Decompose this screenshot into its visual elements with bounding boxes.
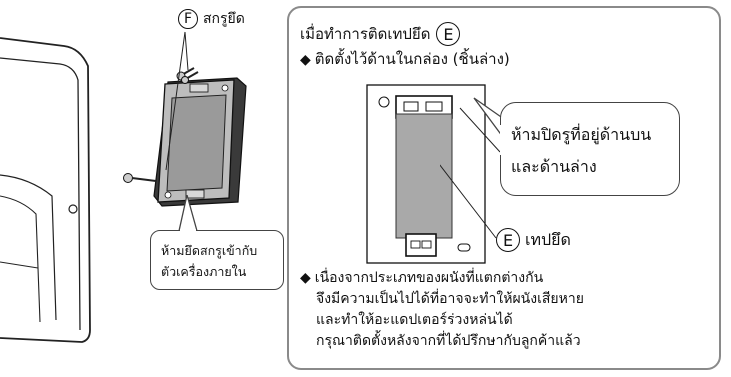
tape-label-e-icon: E bbox=[496, 228, 520, 252]
wall-warning-line-1: เนื่องจากประเภทของผนังที่แตกต่างกัน bbox=[314, 270, 544, 286]
screw-label: F สกรูยึด bbox=[178, 9, 245, 29]
label-f-letter: F bbox=[183, 11, 193, 27]
warning-line-2: ตัวเครื่องภายใน bbox=[161, 264, 247, 279]
hole-callout-line-1: ห้ามปิดรูที่อยู่ด้านบน bbox=[511, 125, 652, 144]
hole-callout: ห้ามปิดรูที่อยู่ด้านบน และด้านล่าง bbox=[500, 102, 680, 196]
panel-title: เมื่อทำการติดเทปยึด E bbox=[300, 22, 461, 46]
bullet-install-inside: ◆ ติดตั้งไว้ด้านในกล่อง (ชิ้นล่าง) bbox=[300, 52, 510, 67]
hole-callout-line-2: และด้านล่าง bbox=[511, 157, 597, 176]
wall-warning-line-2: จึงมีความเป็นไปได้ที่อาจจะทำให้ผนังเสียห… bbox=[316, 291, 584, 307]
diamond-bullet-icon: ◆ bbox=[300, 51, 311, 68]
panel-title-text: เมื่อทำการติดเทปยึด bbox=[300, 24, 431, 43]
screw-icon-side bbox=[123, 173, 157, 183]
wall-warning-line-3: และทำให้อะแดปเตอร์ร่วงหล่นได้ bbox=[316, 312, 513, 328]
wall-warning-line-4: กรุณาติดตั้งหลังจากที่ได้ปรึกษากับลูกค้า… bbox=[316, 333, 581, 349]
warning-line-1: ห้ามยึดสกรูเข้ากับ bbox=[161, 243, 258, 258]
title-letter-e: E bbox=[443, 24, 454, 44]
screw-label-text: สกรูยึด bbox=[203, 11, 245, 27]
tape-label-text: เทปยึด bbox=[525, 230, 571, 249]
tape-label: E เทปยึด bbox=[496, 228, 571, 252]
bullet-wall-warning: ◆ เนื่องจากประเภทของผนังที่แตกต่างกัน จึ… bbox=[300, 271, 584, 348]
label-e-icon: E bbox=[436, 22, 461, 46]
printer-illustration bbox=[0, 37, 91, 343]
screw-icon-top bbox=[176, 67, 199, 84]
screw-leader-lines bbox=[165, 31, 189, 171]
diamond-bullet-icon-2: ◆ bbox=[300, 270, 311, 286]
bullet1-text: ติดตั้งไว้ด้านในกล่อง (ชิ้นล่าง) bbox=[314, 50, 510, 68]
label-f-icon: F bbox=[178, 9, 198, 29]
adapter-bracket-illustration bbox=[153, 77, 247, 207]
tape-letter-e: E bbox=[502, 230, 514, 250]
box-diagram bbox=[366, 84, 486, 264]
callout-leader-lines bbox=[440, 107, 501, 239]
warning-callout: ห้ามยึดสกรูเข้ากับ ตัวเครื่องภายใน bbox=[150, 230, 284, 290]
